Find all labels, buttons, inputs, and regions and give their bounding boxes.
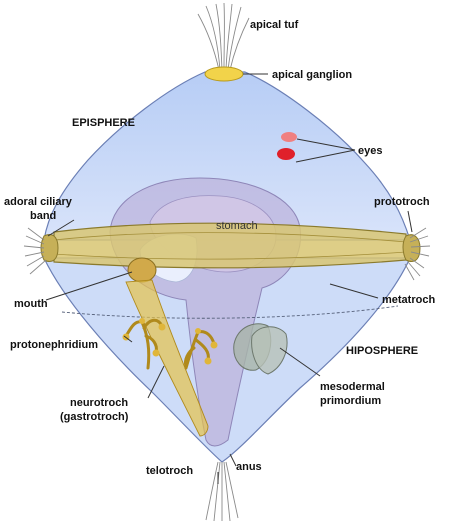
- telotroch-tuft: [205, 461, 239, 521]
- label-mouth: mouth: [14, 298, 48, 310]
- protonephridium-right: [184, 328, 218, 370]
- label-episphere: EPISPHERE: [72, 117, 135, 129]
- label-neurotroch-line1: neurotroch: [70, 397, 128, 409]
- prototroch-cilia: [409, 227, 431, 257]
- label-mesodermal-line2: primordium: [320, 395, 381, 407]
- metatroch-cilia: [404, 257, 425, 281]
- label-apical-ganglion: apical ganglion: [272, 69, 352, 81]
- label-protonephridium: protonephridium: [10, 339, 98, 351]
- label-adoral-ciliary-band-line1: adoral ciliary: [4, 196, 73, 208]
- mouth: [127, 257, 157, 283]
- mesodermal-primordium: [233, 323, 288, 375]
- label-apical-tuft: apical tuf: [250, 19, 299, 31]
- label-telotroch: telotroch: [146, 465, 193, 477]
- label-prototroch: prototroch: [374, 196, 430, 208]
- label-mesodermal-line1: mesodermal: [320, 381, 385, 393]
- label-hiposphere: HIPOSPHERE: [346, 345, 418, 357]
- label-eyes: eyes: [358, 145, 382, 157]
- apical-tuft: [197, 2, 250, 71]
- label-stomach: stomach: [216, 220, 258, 232]
- label-adoral-ciliary-band-line2: band: [30, 210, 56, 222]
- eye-light: [281, 132, 297, 142]
- adoral-ciliary-tuft: [23, 227, 47, 275]
- label-neurotroch-line2: (gastrotroch): [60, 411, 129, 423]
- protonephridium-left: [122, 318, 166, 370]
- label-anus: anus: [236, 461, 262, 473]
- label-metatroch: metatroch: [382, 294, 435, 306]
- apical-ganglion: [204, 66, 244, 82]
- eye-dark: [277, 148, 295, 160]
- metatroch-line: [61, 305, 399, 319]
